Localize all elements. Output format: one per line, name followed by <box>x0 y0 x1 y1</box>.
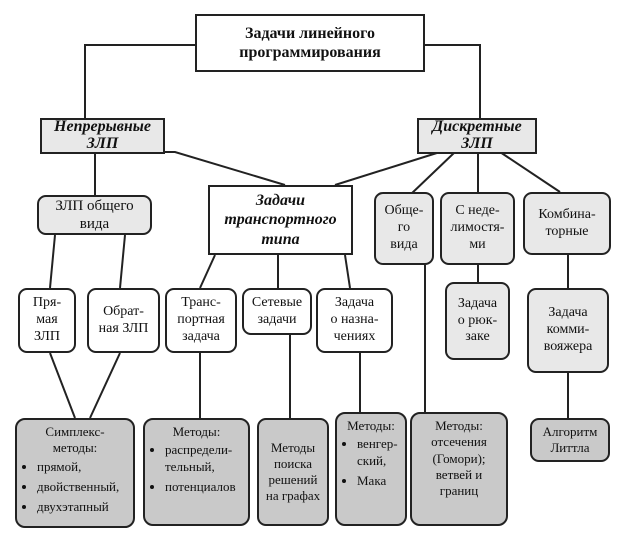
transport-task-node: Транс- портная задача <box>165 288 237 353</box>
network-methods-box: Методы поиска решений на графах <box>257 418 329 526</box>
simplex-item: прямой, <box>37 459 127 475</box>
simplex-item: двойственный, <box>37 479 127 495</box>
simplex-title: Симплекс- методы: <box>45 424 105 456</box>
general-lp-node: ЗЛП общего вида <box>37 195 152 235</box>
transport-methods-list: распредели- тельный, потенциалов <box>151 442 242 495</box>
discrete-methods-text: отсечения (Гомори); ветвей и границ <box>431 434 487 498</box>
continuous-lp-node: Непрерывные ЗЛП <box>40 118 165 154</box>
dual-lp-node: Обрат- ная ЗЛП <box>87 288 160 353</box>
assignment-task-node: Задача о назна- чениях <box>316 288 393 353</box>
discrete-methods-title: Методы: <box>435 418 483 433</box>
simplex-methods-box: Симплекс- методы: прямой, двойственный, … <box>15 418 135 528</box>
knapsack-node: Задача о рюк- заке <box>445 282 510 360</box>
root-node: Задачи линейного программирования <box>195 14 425 72</box>
little-algorithm-node: Алгоритм Литтла <box>530 418 610 462</box>
transport-method-item: потенциалов <box>165 479 242 495</box>
transport-type-node: Задачи транспортного типа <box>208 185 353 255</box>
assignment-methods-title: Методы: <box>347 418 395 433</box>
assignment-method-item: венгер- ский, <box>357 436 399 469</box>
simplex-item: двухэтапный <box>37 499 127 515</box>
transport-methods-title: Методы: <box>172 424 221 439</box>
indivisible-node: С неде- лимостя- ми <box>440 192 515 265</box>
transport-method-item: распредели- тельный, <box>165 442 242 475</box>
general-view-node: Обще- го вида <box>374 192 434 265</box>
assignment-method-item: Мака <box>357 473 399 489</box>
discrete-lp-node: Дискретные ЗЛП <box>417 118 537 154</box>
simplex-list: прямой, двойственный, двухэтапный <box>23 459 127 516</box>
salesman-node: Задача комми- вояжера <box>527 288 609 373</box>
direct-lp-node: Пря- мая ЗЛП <box>18 288 76 353</box>
assignment-methods-box: Методы: венгер- ский, Мака <box>335 412 407 526</box>
combinatorial-node: Комбина- торные <box>523 192 611 255</box>
assignment-methods-list: венгер- ский, Мака <box>343 436 399 489</box>
discrete-methods-box: Методы: отсечения (Гомори); ветвей и гра… <box>410 412 508 526</box>
transport-methods-box: Методы: распредели- тельный, потенциалов <box>143 418 250 526</box>
network-tasks-node: Сетевые задачи <box>242 288 312 335</box>
